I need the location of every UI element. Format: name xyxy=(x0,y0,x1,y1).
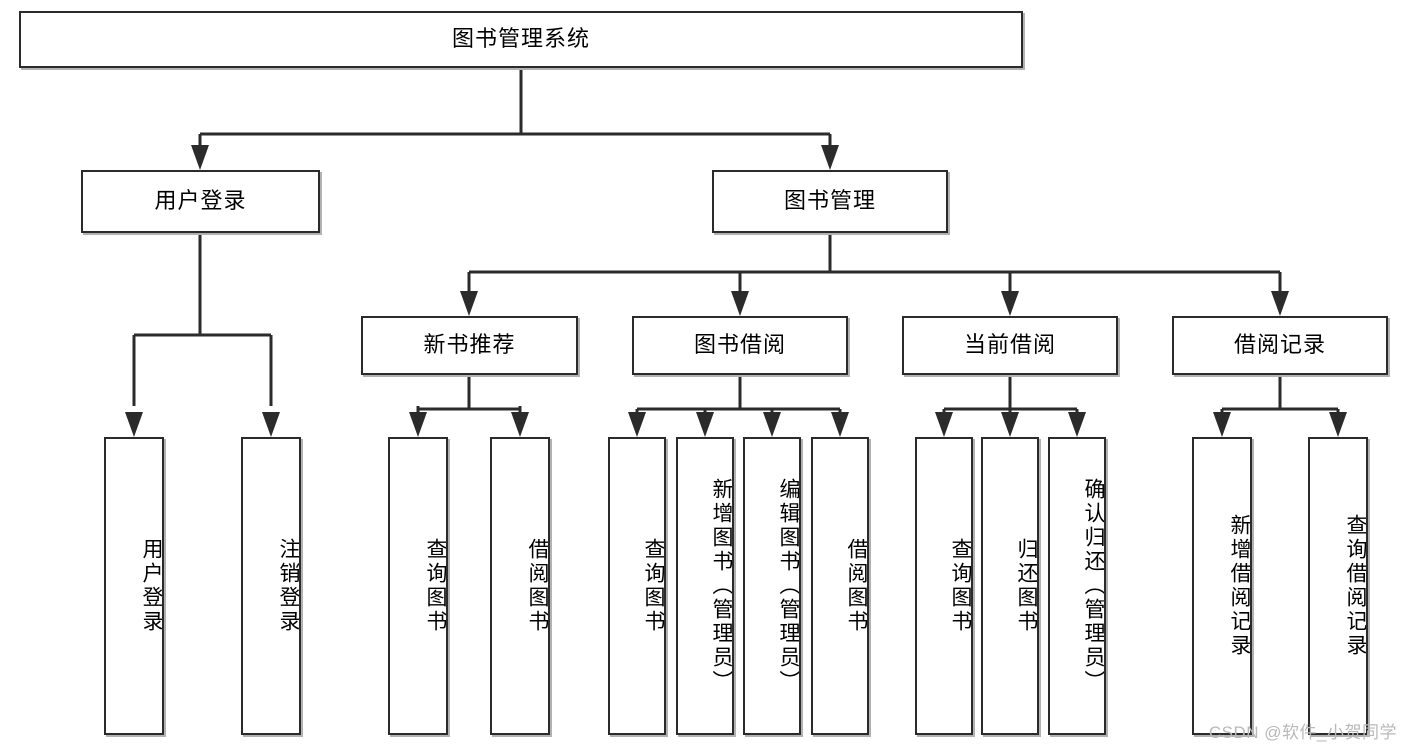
node-root-system-label: 图书管理系统 xyxy=(451,26,590,52)
leaf-borrow-add-book-label: 新增图书（管理员） xyxy=(710,478,733,694)
node-new-book-recommend[interactable]: 新书推荐 xyxy=(361,316,578,375)
node-root-system[interactable]: 图书管理系统 xyxy=(19,11,1023,68)
leaf-borrow-borrow-book[interactable]: 借阅图书 xyxy=(811,437,869,735)
leaf-record-add[interactable]: 新增借阅记录 xyxy=(1192,437,1252,735)
leaf-borrow-query-book-label: 查询图书 xyxy=(642,538,665,634)
leaf-current-confirm-return[interactable]: 确认归还（管理员） xyxy=(1048,437,1106,735)
leaf-record-query[interactable]: 查询借阅记录 xyxy=(1308,437,1368,735)
leaf-user-login-login-label: 用户登录 xyxy=(140,538,163,634)
leaf-new-book-query[interactable]: 查询图书 xyxy=(388,437,448,735)
leaf-current-confirm-return-label: 确认归还（管理员） xyxy=(1082,478,1105,694)
leaf-current-query-book-label: 查询图书 xyxy=(949,538,972,634)
leaf-user-login-login[interactable]: 用户登录 xyxy=(104,437,164,735)
leaf-current-query-book[interactable]: 查询图书 xyxy=(915,437,973,735)
leaf-current-return-book-label: 归还图书 xyxy=(1015,538,1038,634)
node-book-borrow[interactable]: 图书借阅 xyxy=(632,316,848,375)
leaf-borrow-edit-book-label: 编辑图书（管理员） xyxy=(777,478,800,694)
node-new-book-recommend-label: 新书推荐 xyxy=(423,332,516,358)
node-borrow-record-label: 借阅记录 xyxy=(1233,332,1326,358)
node-borrow-record[interactable]: 借阅记录 xyxy=(1172,316,1388,375)
leaf-user-login-logout[interactable]: 注销登录 xyxy=(241,437,301,735)
leaf-new-book-query-label: 查询图书 xyxy=(424,538,447,634)
node-book-management[interactable]: 图书管理 xyxy=(712,170,948,233)
leaf-borrow-borrow-book-label: 借阅图书 xyxy=(845,538,868,634)
node-book-management-label: 图书管理 xyxy=(783,188,876,214)
node-current-borrow-label: 当前借阅 xyxy=(963,332,1056,358)
leaf-record-query-label: 查询借阅记录 xyxy=(1344,514,1367,658)
watermark-text: CSDN @软件_小贺同学 xyxy=(1208,723,1397,742)
leaf-record-add-label: 新增借阅记录 xyxy=(1228,514,1251,658)
leaf-user-login-logout-label: 注销登录 xyxy=(277,538,300,634)
leaf-current-return-book[interactable]: 归还图书 xyxy=(981,437,1039,735)
leaf-borrow-query-book[interactable]: 查询图书 xyxy=(608,437,666,735)
node-user-login-label: 用户登录 xyxy=(154,188,247,214)
leaf-borrow-edit-book[interactable]: 编辑图书（管理员） xyxy=(743,437,801,735)
node-current-borrow[interactable]: 当前借阅 xyxy=(902,316,1118,375)
leaf-new-book-borrow-label: 借阅图书 xyxy=(526,538,549,634)
leaf-borrow-add-book[interactable]: 新增图书（管理员） xyxy=(676,437,734,735)
node-user-login[interactable]: 用户登录 xyxy=(81,170,320,233)
node-book-borrow-label: 图书借阅 xyxy=(693,332,786,358)
leaf-new-book-borrow[interactable]: 借阅图书 xyxy=(490,437,550,735)
